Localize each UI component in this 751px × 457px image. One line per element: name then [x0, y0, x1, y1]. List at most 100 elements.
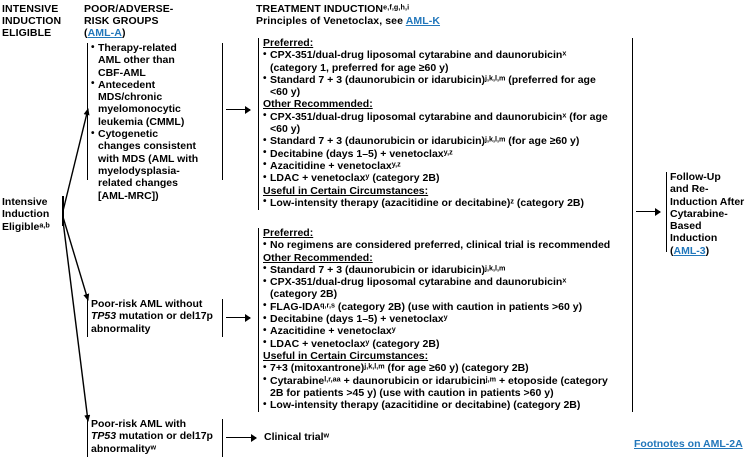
followup-line-2: and Re-	[670, 183, 709, 196]
column-heading-treatment-induction: TREATMENT INDUCTIONe,f,g,h,i Principles …	[256, 3, 586, 27]
treatment-box-2: Preferred: No regimens are considered pr…	[263, 227, 615, 411]
treatment-1-other-recommended-list: CPX-351/dual-drug liposomal cytarabine a…	[263, 110, 613, 185]
arrow-tp53-to-clinical-trial	[226, 437, 262, 439]
list-item: Decitabine (days 1–5) + venetoclaxy,z	[263, 147, 613, 160]
item-tail: (category 2B)	[513, 196, 584, 209]
item-superscript: q,r,s	[320, 300, 335, 310]
clinical-trial-node: Clinical trialw	[264, 431, 329, 443]
risk-group-tp53-text: Poor-risk AML with TP53 mutation or del1…	[91, 418, 219, 455]
followup-line-1: Follow-Up	[670, 171, 721, 183]
item-text: 7+3 (mitoxantrone)	[270, 362, 365, 375]
followup-box-left-bar	[666, 172, 668, 252]
item-text: LDAC + venetoclax	[270, 337, 366, 350]
item-text: CPX-351/dual-drug liposomal cytarabine a…	[270, 49, 563, 62]
risk-group-mrc-bracket	[87, 43, 89, 180]
item-text: LDAC + venetoclax	[270, 172, 366, 185]
followup-paren-close: )	[705, 244, 710, 257]
list-item: LDAC + venetoclaxy (category 2B)	[263, 172, 613, 185]
aml-a-link[interactable]: AML-A	[87, 27, 122, 40]
list-item: Azacitidine + venetoclaxy	[263, 325, 615, 338]
item-tail: (category 2B)	[369, 172, 440, 185]
item-text: Decitabine (days 1–5) + venetoclax	[270, 313, 444, 326]
list-item: Cytogenetic changes consistent with MDS …	[91, 128, 201, 202]
column-heading-poor-adverse-risk-groups: POOR/ADVERSE- RISK GROUPS (AML-A)	[84, 3, 179, 40]
item-text: Azacitidine + venetoclax	[270, 325, 392, 338]
item-text: Decitabine (days 1–5) + venetoclax	[270, 147, 444, 160]
arrow-to-followup	[636, 211, 666, 213]
list-item: CPX-351/dual-drug liposomal cytarabine a…	[263, 49, 613, 74]
risk-group-tp53-right-bar	[222, 419, 224, 457]
item-superscript: x	[562, 48, 567, 58]
item-superscript: x	[562, 110, 567, 120]
treatment-induction-title: TREATMENT INDUCTION	[256, 3, 384, 15]
treatment-box-2-left-bar	[258, 228, 260, 412]
item-tail: + daunorubicin or idarubicin	[340, 374, 486, 387]
item-tail: (category 2B) (use with caution in patie…	[334, 300, 583, 313]
entry-label-line2: Induction	[2, 208, 50, 221]
list-item: Decitabine (days 1–5) + venetoclaxy	[263, 312, 615, 326]
followup-line-3: Induction After	[670, 195, 745, 208]
item-superscript: y,z	[391, 159, 401, 169]
aml-k-link[interactable]: AML-K	[405, 15, 441, 28]
treatment-2-section-heading-preferred: Preferred:	[263, 227, 314, 239]
item-superscript: j,k,l,m	[484, 134, 506, 144]
column-heading-intensive-induction-eligible: INTENSIVE INDUCTION ELIGIBLE	[2, 3, 62, 40]
entry-bracket-bar	[62, 196, 64, 226]
item-superscript: j,k,l,m	[484, 263, 506, 273]
item-superscript: y	[443, 312, 448, 322]
risk-groups-paren-close: )	[121, 27, 126, 40]
treatment-box-1: Preferred: CPX-351/dual-drug liposomal c…	[263, 37, 613, 209]
risk-group-mrc-list: Therapy-related AML other than CBF-AML A…	[91, 42, 201, 202]
treatment-box-1-left-bar	[258, 38, 260, 210]
fanout-arrows	[62, 108, 91, 422]
item-superscript: y,z	[443, 147, 453, 157]
entry-label-superscript: a,b	[39, 220, 50, 230]
treatment-boxes-right-bar	[632, 38, 634, 412]
followup-line-6: Induction	[670, 232, 718, 245]
item-superscript-2: j,m	[485, 373, 497, 383]
item-tail: (for age ≥60 y) (category 2B)	[384, 362, 529, 375]
risk-group-tp53-line1: Poor-risk AML with	[91, 418, 187, 430]
item-superscript: x	[562, 275, 567, 285]
item-tail: (category 2B)	[369, 337, 440, 350]
item-tail: (preferred for age <60 y)	[270, 73, 596, 99]
list-item: Low-intensity therapy (azacitidine or de…	[263, 399, 615, 412]
entry-label-line1: Intensive	[2, 196, 48, 208]
entry-label-line3: Eligible	[2, 220, 40, 233]
risk-group-tp53-superscript: w	[150, 442, 157, 452]
treatment-2-section-heading-other-recommended: Other Recommended:	[263, 251, 373, 264]
risk-group-no-tp53-line3: abnormality	[91, 322, 151, 335]
treatment-1-preferred-list: CPX-351/dual-drug liposomal cytarabine a…	[263, 49, 613, 98]
list-item: CPX-351/dual-drug liposomal cytarabine a…	[263, 110, 613, 136]
item-text: CPX-351/dual-drug liposomal cytarabine a…	[270, 110, 563, 123]
treatment-2-useful-list: 7+3 (mitoxantrone)j,k,l,m (for age ≥60 y…	[263, 362, 615, 411]
aml-3-link[interactable]: AML-3	[673, 244, 706, 257]
list-item: Therapy-related AML other than CBF-AML	[91, 42, 201, 79]
footnotes-link-wrapper: Footnotes on AML-2A	[634, 434, 743, 452]
item-text: Cytarabine	[270, 374, 325, 387]
treatment-1-section-heading-preferred: Preferred:	[263, 37, 314, 49]
treatment-1-useful-list: Low-intensity therapy (azacitidine or de…	[263, 196, 613, 209]
treatment-1-section-heading-useful: Useful in Certain Circumstances:	[263, 184, 429, 197]
item-text: Azacitidine + venetoclax	[270, 159, 392, 172]
item-tail: (for age ≥60 y)	[505, 135, 580, 148]
risk-group-no-tp53-right-bar	[222, 299, 224, 337]
arrow-mrc-to-treatment-1	[226, 109, 256, 111]
item-superscript: j,k,l,m	[484, 73, 506, 83]
followup-box: Follow-Up and Re- Induction After Cytara…	[670, 171, 748, 257]
treatment-2-other-recommended-list: Standard 7 + 3 (daunorubicin or idarubic…	[263, 263, 615, 350]
footnotes-on-aml-2a-link[interactable]: Footnotes on AML-2A	[634, 438, 743, 450]
list-item: Low-intensity therapy (azacitidine or de…	[263, 196, 613, 209]
risk-groups-paren-open: (	[84, 27, 88, 40]
treatment-2-section-heading-useful: Useful in Certain Circumstances:	[263, 349, 429, 362]
item-text: Standard 7 + 3 (daunorubicin or idarubic…	[270, 135, 485, 148]
item-text: Low-intensity therapy (azacitidine or de…	[270, 196, 511, 209]
followup-line-5: Based	[670, 220, 702, 233]
list-item: Cytarabinel,r,aa + daunorubicin or idaru…	[263, 373, 615, 400]
risk-group-tp53-line3: abnormality	[91, 442, 151, 455]
risk-group-tp53-bracket	[87, 419, 89, 457]
followup-line-4: Cytarabine-	[670, 207, 728, 220]
treatment-1-section-heading-other-recommended: Other Recommended:	[263, 98, 373, 111]
item-tail-2: + etoposide (category 2B for patients >4…	[270, 374, 608, 399]
item-superscript: l,r,aa	[324, 373, 341, 383]
